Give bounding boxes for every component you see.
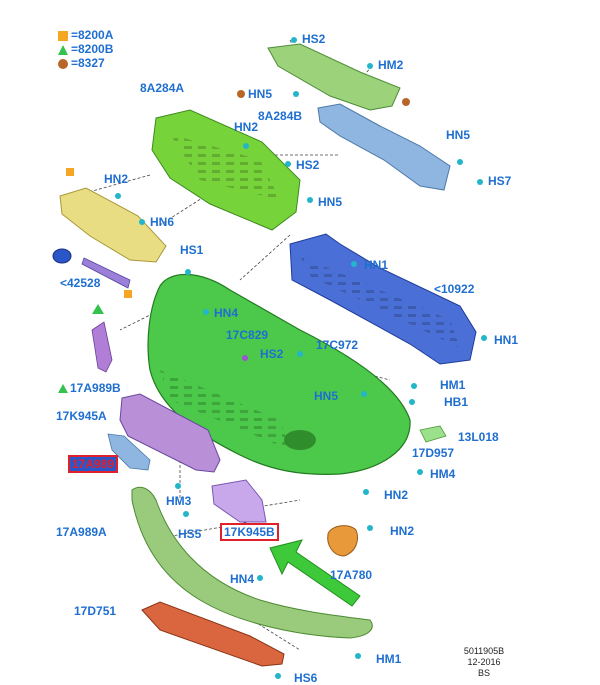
- grille-yellow-part: [59, 187, 167, 263]
- label-hm2-top: HM2: [378, 58, 404, 72]
- label-hm1-mid: HM1: [440, 378, 466, 392]
- label-17k945a: 17K945A: [56, 409, 107, 423]
- label-hb1: HB1: [444, 395, 469, 409]
- label-hn5-lower: HN5: [314, 389, 339, 403]
- purple-clip-dot: [242, 355, 248, 361]
- triangle-marker-icon: [92, 304, 104, 314]
- beam-slots: [300, 256, 460, 348]
- label-17a989b: 17A989B: [58, 381, 121, 395]
- square-legend-icon: [58, 30, 68, 41]
- label-hn5-right: HN5: [446, 128, 471, 142]
- label-hm4: HM4: [430, 467, 456, 481]
- grille-17k945b-part: [211, 479, 267, 523]
- bracket-17a989-part: [107, 433, 151, 471]
- bracket-17a989b-part: [91, 321, 113, 373]
- label-hs2-mid: HS2: [296, 158, 320, 172]
- legend-square-text: =8200A: [71, 28, 114, 42]
- label-42528: <42528: [60, 276, 101, 290]
- bumper-cover-part: [147, 273, 411, 475]
- label-hs2-lower: HS2: [260, 347, 284, 361]
- emblem-part: [52, 248, 72, 264]
- label-hn6: HN6: [150, 215, 175, 229]
- circle-legend-icon: [58, 58, 68, 69]
- shield-17d751-part: [141, 601, 285, 667]
- triangle-prefix-icon: [58, 384, 68, 394]
- legend-row-circle: =8327: [58, 56, 105, 70]
- label-hn2-upper: HN2: [234, 120, 259, 134]
- label-8a284a: 8A284A: [140, 81, 185, 95]
- reference-code-block: 5011905B 12-2016 BS: [454, 646, 514, 679]
- label-hs7: HS7: [488, 174, 512, 188]
- grille-slots: [170, 134, 280, 200]
- label-hn1-upper: HN1: [364, 258, 389, 272]
- label-13l018: 13L018: [458, 430, 499, 444]
- legend-triangle-text: =8200B: [71, 42, 114, 56]
- label-hm1-bottom: HM1: [376, 652, 402, 666]
- label-boxed-left: 17A989: [68, 455, 119, 473]
- label-hn4-upper: HN4: [214, 306, 239, 320]
- label-hn2-left: HN2: [104, 172, 129, 186]
- label-hn2-lower: HN2: [384, 488, 409, 502]
- reference-line-2: 12-2016: [467, 657, 501, 667]
- label-hs5: HS5: [178, 527, 202, 541]
- label-17d957: 17D957: [412, 446, 455, 460]
- circle-marker-icon: [402, 98, 410, 106]
- trim-17k945a-part: [119, 393, 221, 473]
- bracket-8a284b-part: [317, 103, 451, 191]
- fasteners: [115, 37, 487, 679]
- reference-line-3: BS: [477, 668, 490, 678]
- label-hn5-top: HN5: [248, 87, 273, 101]
- legend-circle-text: =8327: [71, 56, 105, 70]
- label-17a780: 17A780: [330, 568, 373, 582]
- triangle-legend-icon: [58, 44, 68, 55]
- label-hn1-right: HN1: [494, 333, 519, 347]
- label-8a284b: 8A284B: [258, 109, 303, 123]
- label-17c972: 17C972: [316, 338, 359, 352]
- label-17c829: 17C829: [226, 328, 269, 342]
- reference-line-1: 5011905B: [463, 646, 505, 656]
- square-marker-icon: [66, 168, 74, 176]
- circle-marker-icon: [237, 90, 245, 98]
- label-17d751: 17D751: [74, 604, 117, 618]
- label-17a989a: 17A989A: [56, 525, 107, 539]
- label-hn2-right-lower: HN2: [390, 524, 415, 538]
- bumper-slots: [160, 370, 290, 450]
- lamp-17a780-part: [327, 525, 358, 557]
- fog-lamp-opening: [284, 430, 316, 450]
- lower-valance-17a989a-part: [131, 486, 373, 639]
- upper-reinforcement-part: [267, 43, 401, 111]
- label-hs6: HS6: [294, 671, 318, 685]
- legend-row-triangle: =8200B: [58, 42, 113, 56]
- label-10922: <10922: [434, 282, 475, 296]
- label-hn4-lower: HN4: [230, 572, 255, 586]
- legend-row-square: =8200A: [58, 28, 113, 42]
- label-hs1: HS1: [180, 243, 204, 257]
- emblem-strip-part: [81, 257, 131, 289]
- label-hm3: HM3: [166, 494, 192, 508]
- label-hs2-top: HS2: [302, 32, 326, 46]
- label-17k945b: 17K945B: [220, 523, 279, 541]
- direction-arrow: [269, 539, 361, 607]
- square-marker-icon: [124, 290, 132, 298]
- label-hn5-mid: HN5: [318, 195, 343, 209]
- part-13l018: [419, 425, 447, 443]
